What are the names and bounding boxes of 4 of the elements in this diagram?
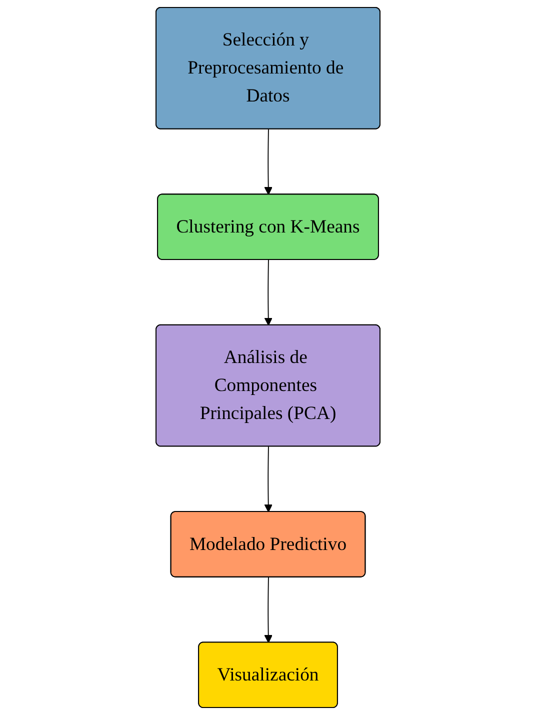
arrow [264,576,272,644]
arrow [264,128,272,195]
arrow [264,446,272,512]
arrow [264,260,272,326]
